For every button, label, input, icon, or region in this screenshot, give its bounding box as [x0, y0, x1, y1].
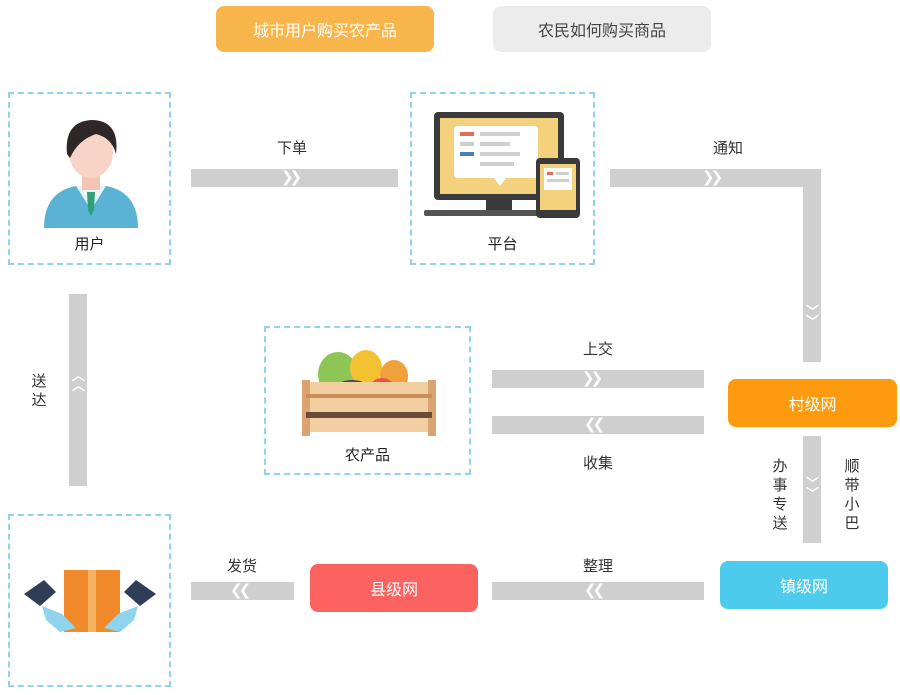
- notify-label: 通知: [713, 139, 744, 157]
- delivered-package-node: [8, 514, 171, 687]
- user-avatar-icon: [44, 120, 138, 228]
- errand-delivery-label: 办事专送: [772, 457, 788, 532]
- platform-node: 平台: [410, 92, 595, 265]
- submit-label: 上交: [583, 340, 614, 358]
- notify-connector-horizontal: [610, 169, 821, 187]
- produce-crate-icon: [302, 350, 436, 436]
- village-network-node: 村级网: [728, 379, 897, 427]
- county-network-node: 县级网: [310, 564, 478, 612]
- user-label: 用户: [74, 235, 105, 253]
- chevron-left-icon: ❮❮: [584, 581, 605, 599]
- chevron-left-icon: ❮❮: [230, 581, 251, 599]
- tab-city-users-buy-produce[interactable]: 城市用户购买农产品: [216, 6, 434, 52]
- chevron-left-icon: ❮❮: [584, 415, 605, 433]
- produce-node: 农产品: [264, 326, 471, 475]
- shuttle-bus-label: 顺带小巴: [844, 457, 860, 532]
- ship-label: 发货: [227, 557, 258, 575]
- order-connector: [191, 169, 398, 187]
- tab-farmers-buy-goods[interactable]: 农民如何购买商品: [493, 6, 711, 52]
- produce-label: 农产品: [344, 446, 390, 464]
- user-node: 用户: [8, 92, 171, 265]
- notify-connector-vertical: [803, 169, 821, 362]
- chevron-down-icon: ﹀﹀: [806, 305, 820, 330]
- collect-connector: [492, 416, 704, 434]
- sort-label: 整理: [583, 557, 614, 575]
- deliver-connector: [69, 294, 87, 486]
- chevron-down-icon: ﹀﹀: [806, 477, 820, 502]
- submit-connector: [492, 370, 704, 388]
- village-to-town-connector: [803, 436, 821, 543]
- computer-platform-icon: [424, 112, 580, 218]
- town-network-node: 镇级网: [720, 561, 888, 609]
- ship-connector: [191, 582, 294, 600]
- platform-label: 平台: [487, 235, 518, 253]
- package-handover-icon: [24, 570, 156, 632]
- chevron-right-icon: ❯❯: [702, 168, 723, 186]
- chevron-right-icon: ❯❯: [281, 168, 302, 186]
- collect-label: 收集: [583, 454, 614, 472]
- sort-connector: [492, 582, 704, 600]
- chevron-up-icon: ︿︿: [72, 369, 86, 394]
- chevron-right-icon: ❯❯: [582, 369, 603, 387]
- deliver-label: 送达: [31, 372, 47, 409]
- order-label: 下单: [277, 139, 308, 157]
